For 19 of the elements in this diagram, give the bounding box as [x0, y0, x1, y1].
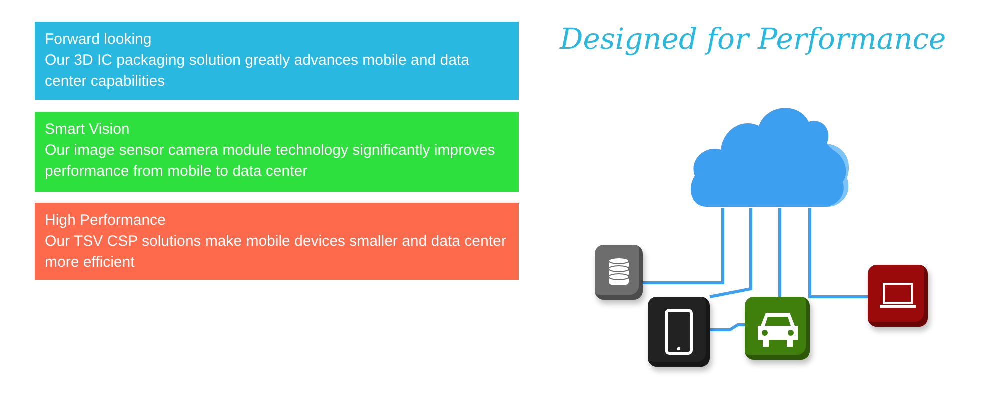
device-tile: [648, 297, 710, 367]
feature-heading: High Performance: [45, 211, 167, 231]
feature-description: Our image sensor camera module technology significantly improves performance from mobile to data center: [45, 141, 496, 182]
feature-heading: Smart Vision: [45, 120, 131, 140]
feature-heading: Forward looking: [45, 30, 153, 50]
feature-box: [35, 203, 519, 280]
device-tile: [868, 265, 928, 327]
device-tile: [745, 297, 810, 360]
feature-box: [35, 112, 519, 192]
feature-description: Our TSV CSP solutions make mobile devices smaller and data center more efficient: [45, 232, 508, 273]
feature-description: Our 3D IC packaging solution greatly advances mobile and data center capabilities: [45, 51, 470, 92]
cable-line: [710, 208, 752, 298]
cable-line: [643, 208, 724, 284]
feature-box: [35, 22, 519, 100]
cable-line: [778, 208, 782, 297]
diagram-title: Designed for Performance: [560, 22, 948, 56]
cable-line: [808, 208, 868, 298]
cable-line: [710, 324, 745, 332]
device-tile: [595, 245, 643, 300]
